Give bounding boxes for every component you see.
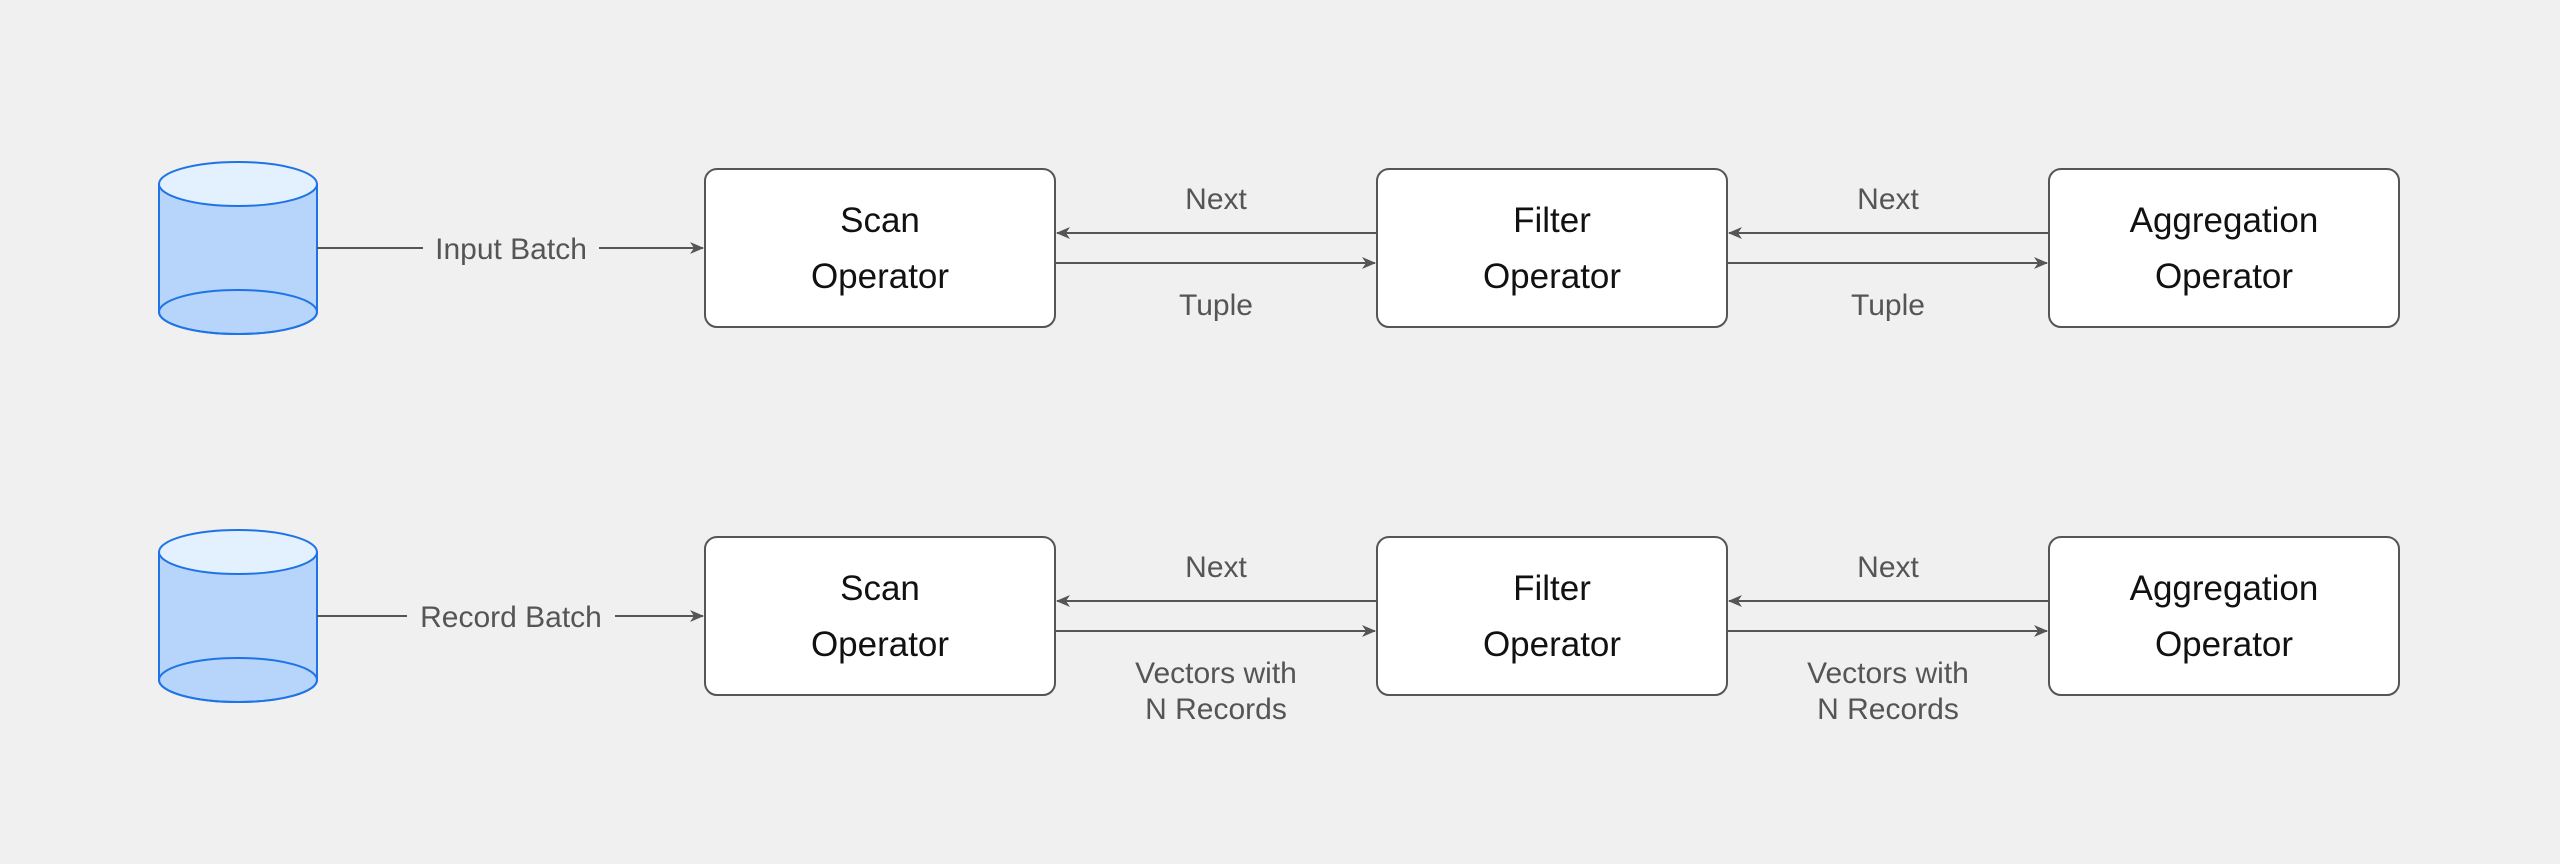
database-cylinder-icon — [158, 529, 318, 703]
operator-name: Aggregation — [2130, 569, 2319, 608]
response-label: Tuple — [1179, 289, 1253, 322]
pipeline-row-1: Input BatchScanOperatorFilterOperatorAgg… — [158, 161, 2400, 335]
operator-box-frame — [1376, 168, 1728, 328]
pipeline-row-2: Record BatchScanOperatorFilterOperatorAg… — [158, 529, 2400, 726]
operator-suffix: Operator — [2155, 625, 2293, 664]
operator-suffix: Operator — [2155, 257, 2293, 296]
operator-suffix: Operator — [1483, 625, 1621, 664]
operator-suffix: Operator — [1483, 257, 1621, 296]
source-edge-label: Record Batch — [420, 601, 602, 634]
response-label: N Records — [1145, 693, 1287, 726]
operator-name: Filter — [1513, 569, 1591, 608]
operator-name: Filter — [1513, 201, 1591, 240]
request-label: Next — [1185, 183, 1247, 216]
operator-box-frame — [704, 168, 1056, 328]
operator-box-frame — [1376, 536, 1728, 696]
database-cylinder-icon — [158, 161, 318, 335]
request-label: Next — [1185, 551, 1247, 584]
response-label: Tuple — [1851, 289, 1925, 322]
operator-box-frame — [704, 536, 1056, 696]
source-edge: Input Batch — [317, 233, 704, 266]
response-label: Vectors with — [1807, 657, 1969, 690]
operator-name: Aggregation — [2130, 201, 2319, 240]
source-edge-label: Input Batch — [435, 233, 587, 266]
response-label: Vectors with — [1135, 657, 1297, 690]
operator-box-frame — [2048, 168, 2400, 328]
response-label: N Records — [1817, 693, 1959, 726]
request-label: Next — [1857, 183, 1919, 216]
source-edge: Record Batch — [317, 601, 704, 634]
request-label: Next — [1857, 551, 1919, 584]
operator-name: Scan — [840, 569, 920, 608]
operator-suffix: Operator — [811, 257, 949, 296]
operator-suffix: Operator — [811, 625, 949, 664]
operator-name: Scan — [840, 201, 920, 240]
operator-box-frame — [2048, 536, 2400, 696]
